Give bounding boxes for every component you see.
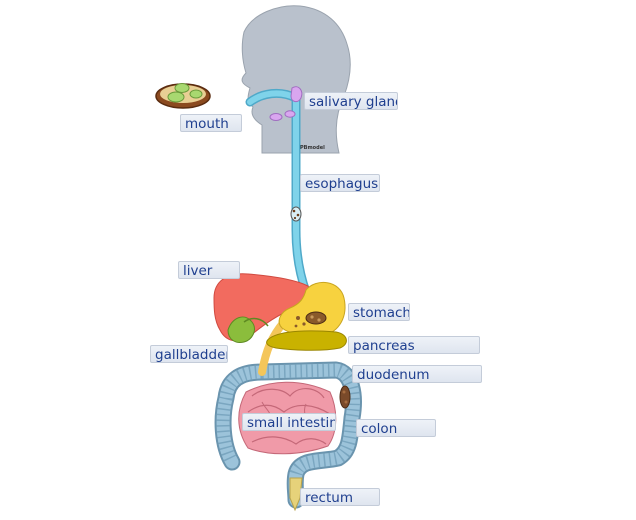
salivary-gland-label: salivary gland xyxy=(304,92,398,110)
mouth-label: mouth xyxy=(180,114,242,132)
pbmodel-watermark: PBmodel xyxy=(300,145,325,151)
pancreas-label: pancreas xyxy=(348,336,480,354)
salivary-gland-shape xyxy=(269,86,303,121)
duodenum-label: duodenum xyxy=(352,365,482,383)
small-intestine-label: small intestine xyxy=(242,413,336,431)
colon-texture xyxy=(216,363,360,477)
esophagus-label: esophagus xyxy=(300,174,380,192)
gallbladder-shape xyxy=(227,316,255,343)
stomach-label: stomach xyxy=(348,303,410,321)
gallbladder-label: gallbladder xyxy=(150,345,228,363)
food-bolus-icon xyxy=(290,206,302,222)
bread-slice-icon xyxy=(155,83,211,109)
colon-label: colon xyxy=(356,419,436,437)
stomach-contents-icon xyxy=(294,311,327,328)
bile-duct xyxy=(243,317,269,327)
stool-icon xyxy=(339,385,351,409)
rectum-label: rectum xyxy=(300,488,380,506)
rectum-shape xyxy=(289,477,303,512)
pancreas-shape xyxy=(266,330,347,351)
liver-label: liver xyxy=(178,261,240,279)
